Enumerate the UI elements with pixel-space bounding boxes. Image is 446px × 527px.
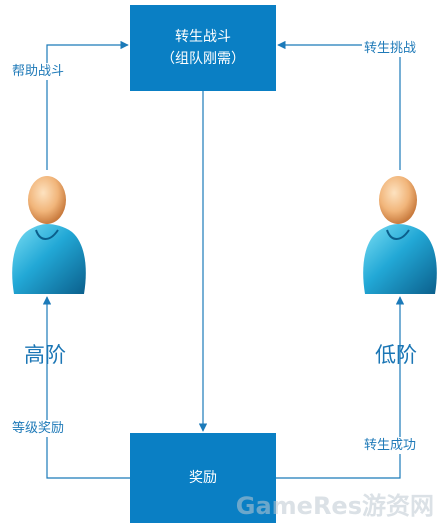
help-battle-label: 帮助战斗	[10, 63, 67, 80]
rebirth-challenge-label: 转生挑战	[362, 40, 419, 57]
rebirth-battle-subtitle: （组队刚需）	[161, 51, 245, 67]
rebirth-success-connector	[276, 296, 405, 479]
level-reward-connector	[42, 296, 130, 479]
watermark: GameRes游资网	[235, 492, 434, 520]
high-level-player-figure	[6, 172, 92, 298]
level-reward-label: 等级奖励	[10, 420, 67, 437]
low-level-player-figure	[357, 172, 443, 298]
reward-node: 奖励	[130, 433, 276, 523]
help-battle-connector	[46, 40, 129, 170]
rebirth-challenge-connector	[277, 40, 401, 170]
user-icon	[12, 176, 86, 294]
rebirth-battle-title: 转生战斗	[175, 29, 231, 45]
rebirth-success-label: 转生成功	[362, 437, 419, 454]
low-level-role-label: 低阶	[375, 343, 417, 367]
reward-title: 奖励	[189, 470, 217, 486]
high-level-role-label: 高阶	[24, 343, 66, 367]
user-icon	[363, 176, 437, 294]
rebirth-battle-node: 转生战斗 （组队刚需）	[130, 5, 276, 91]
